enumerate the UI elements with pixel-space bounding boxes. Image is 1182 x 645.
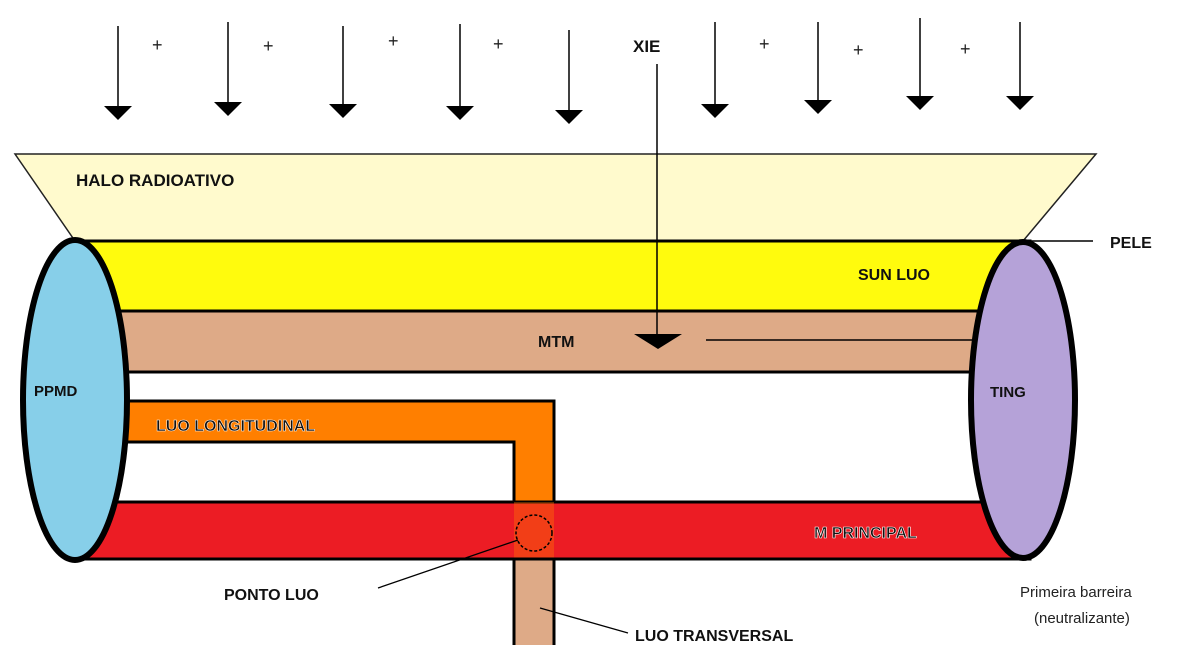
plus-sign: + bbox=[152, 35, 163, 55]
luo-longitudinal-vessel bbox=[73, 399, 556, 504]
xie-arrowhead bbox=[634, 334, 682, 349]
barrier-caption-line2: (neutralizante) bbox=[1034, 610, 1130, 627]
plus-sign: + bbox=[759, 34, 770, 54]
ppmd-label: PPMD bbox=[34, 383, 78, 400]
xie-label: XIE bbox=[633, 37, 660, 56]
luo-transversal-vessel bbox=[512, 557, 556, 645]
ppmd-disc bbox=[20, 237, 130, 563]
mtm-band bbox=[73, 309, 1032, 374]
down-arrow bbox=[329, 26, 357, 118]
halo-region bbox=[13, 153, 1098, 242]
ponto-luo-pointer bbox=[377, 539, 519, 589]
luo-longitudinal-crossing bbox=[514, 502, 554, 559]
down-arrow bbox=[555, 30, 583, 124]
down-arrow bbox=[906, 18, 934, 110]
barrier-caption-line1: Primeira barreira bbox=[1020, 584, 1132, 601]
down-arrow bbox=[446, 24, 474, 120]
sun-luo-band bbox=[73, 239, 1032, 313]
plus-signs: + + + + + + + bbox=[152, 31, 971, 60]
down-arrow bbox=[804, 22, 832, 114]
plus-sign: + bbox=[388, 31, 399, 51]
ting-disc bbox=[968, 239, 1078, 561]
ponto-luo-marker bbox=[515, 514, 553, 552]
plus-sign: + bbox=[960, 39, 971, 59]
luo-transversal-label: LUO TRANSVERSAL bbox=[635, 628, 793, 645]
plus-sign: + bbox=[263, 36, 274, 56]
pele-label: PELE bbox=[1110, 235, 1152, 252]
sun-luo-label: SUN LUO bbox=[858, 267, 930, 284]
down-arrow bbox=[701, 22, 729, 118]
down-arrow bbox=[1006, 22, 1034, 110]
incoming-arrows bbox=[104, 18, 1034, 124]
plus-sign: + bbox=[853, 40, 864, 60]
luo-longitudinal-label: LUO LONGITUDINAL bbox=[156, 418, 315, 435]
ponto-luo-label: PONTO LUO bbox=[224, 587, 319, 604]
ting-label: TING bbox=[990, 384, 1026, 401]
down-arrow bbox=[104, 26, 132, 120]
down-arrow bbox=[214, 22, 242, 116]
m-principal-label: M PRINCIPAL bbox=[814, 525, 917, 542]
plus-sign: + bbox=[493, 34, 504, 54]
halo-label: HALO RADIOATIVO bbox=[76, 171, 234, 190]
luo-transversal-pointer bbox=[539, 607, 629, 634]
mtm-label: MTM bbox=[538, 334, 574, 351]
